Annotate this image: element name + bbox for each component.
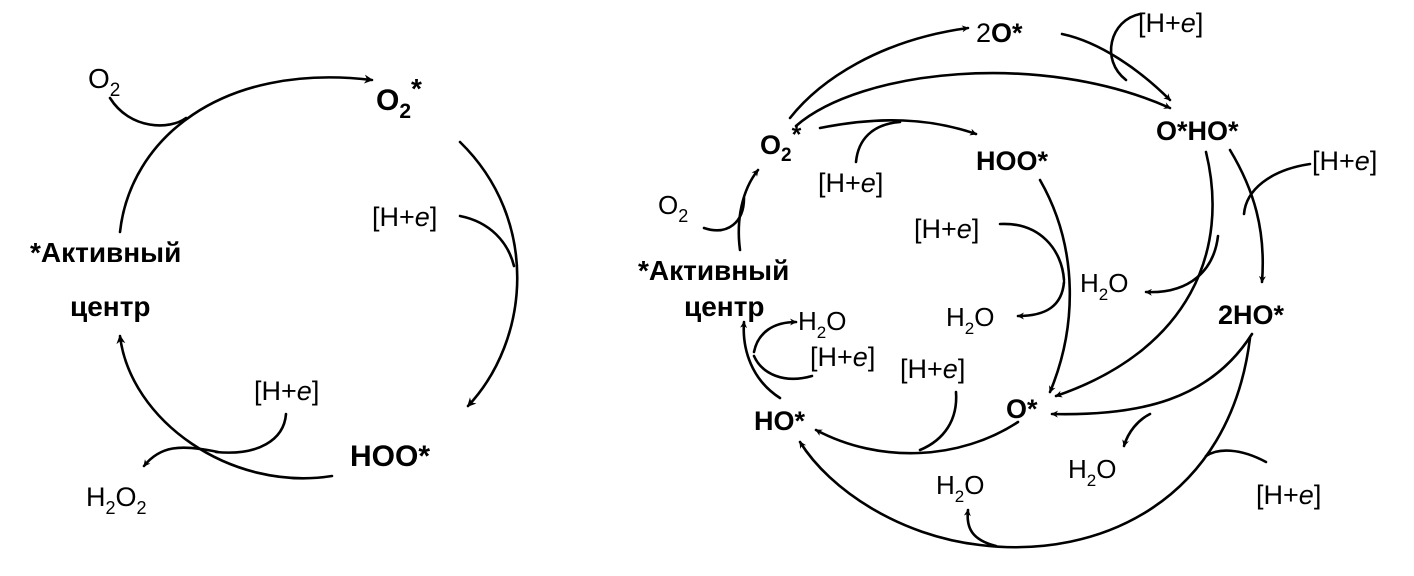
h2o-outer: H2O: [936, 470, 984, 506]
active-site-right-line1: *Активный: [638, 255, 789, 286]
proton-electron-o-ho: [H+e]: [1312, 146, 1377, 176]
proton-electron-o-ho-star: [H+e]: [900, 354, 965, 384]
active-site-right-line2: центр: [684, 291, 765, 322]
arrow-proton-electron-outer: [1204, 449, 1268, 464]
arrow-ho-star-to-active-site: [740, 320, 782, 400]
arrow-active-site-to-o2-star-right: [737, 168, 760, 252]
arrow-h2o-release-hoo: [1016, 280, 1066, 320]
arrow-proton-electron-ho: [752, 354, 814, 381]
arrow-hoo-star-to-o-star: [1038, 178, 1072, 394]
arrow-proton-electron-o2-hoo: [854, 120, 902, 164]
o-star: O*: [1006, 394, 1038, 424]
arrow-h2o-release-ho: [752, 318, 798, 354]
proton-electron-outer: [H+e]: [1256, 480, 1321, 510]
arrow-2o-star-to-o-ho-star: [1060, 32, 1172, 102]
arrow-proton-electron-hoo: [998, 222, 1066, 282]
h2o-hoo: H2O: [946, 302, 994, 338]
arrow-o2-star-to-2o-star: [788, 25, 970, 120]
arrows-right-network: [702, 12, 1312, 549]
proton-electron-label-1: [H+e]: [372, 202, 437, 232]
ho-star: HO*: [754, 406, 806, 436]
proton-electron-hoo: [H+e]: [914, 214, 979, 244]
scheme-two-electron: *Активный центр O2 O2* [H+e] [H+e] HOO* …: [30, 63, 519, 518]
arrow-hoo-star-to-active-site: [116, 334, 334, 480]
arrow-o-ho-star-to-2ho-star: [1228, 148, 1266, 284]
o2-star-intermediate: O2*: [376, 73, 422, 123]
active-site-line1: *Активный: [30, 237, 181, 268]
arrow-o2-uptake: [108, 96, 188, 127]
arrow-proton-electron-2: [214, 412, 288, 454]
arrow-o2-uptake-right: [702, 196, 746, 232]
proton-electron-label-2: [H+e]: [254, 376, 319, 406]
arrow-proton-electron-1: [458, 214, 516, 268]
o2-reactant-right: O2: [658, 190, 688, 226]
arrows-left-cycle: [108, 74, 519, 480]
scheme-four-electron: *Активный центр O2 O2* 2O* [H+e] O*HO* […: [638, 8, 1377, 549]
arrow-o2-star-to-hoo-star: [458, 140, 519, 408]
arrow-h2o-release-o-ho: [1144, 234, 1220, 296]
arrow-o-ho-star-to-o-star: [1054, 150, 1214, 398]
arrow-2ho-star-to-ho-star-outer: [798, 336, 1252, 549]
arrow-o2-star-to-o-ho-star: [794, 71, 1172, 128]
labels-right-network: *Активный центр O2 O2* 2O* [H+e] O*HO* […: [638, 8, 1377, 510]
labels-left-cycle: *Активный центр O2 O2* [H+e] [H+e] HOO* …: [30, 63, 437, 518]
arrow-proton-electron-o-ho: [1242, 162, 1312, 216]
two-ho-star: 2HO*: [1218, 300, 1285, 330]
arrow-o2-star-to-hoo-star: [818, 119, 978, 136]
h2o-2ho: H2O: [1068, 454, 1116, 490]
arrow-h2o-release-2ho: [1122, 412, 1152, 448]
hoo-star-right: HOO*: [976, 146, 1049, 176]
two-o-star: 2O*: [976, 18, 1023, 48]
proton-electron-o2-hoo: [H+e]: [818, 168, 883, 198]
arrow-proton-electron-top: [1109, 12, 1142, 82]
arrow-h2o-release-outer: [963, 508, 998, 548]
arrow-h2o2-release: [142, 446, 220, 468]
hoo-star-intermediate: HOO*: [350, 440, 430, 473]
arrow-2ho-star-to-o-star: [1050, 332, 1254, 418]
o2-reactant: O2: [88, 63, 120, 101]
arrow-proton-electron-o-ho-star: [918, 390, 958, 452]
h2o2-product: H2O2: [86, 482, 147, 518]
arrow-o-star-to-ho-star: [814, 420, 1020, 455]
proton-electron-ho: [H+e]: [810, 342, 875, 372]
arrow-active-site-to-o2-star: [118, 74, 374, 234]
proton-electron-top: [H+e]: [1138, 8, 1203, 38]
o-ho-star: O*HO*: [1156, 116, 1239, 146]
o2-star-right: O2*: [760, 121, 802, 166]
active-site-line2: центр: [70, 291, 151, 322]
h2o-ho: H2O: [798, 306, 846, 342]
h2o-o-ho: H2O: [1080, 268, 1128, 304]
